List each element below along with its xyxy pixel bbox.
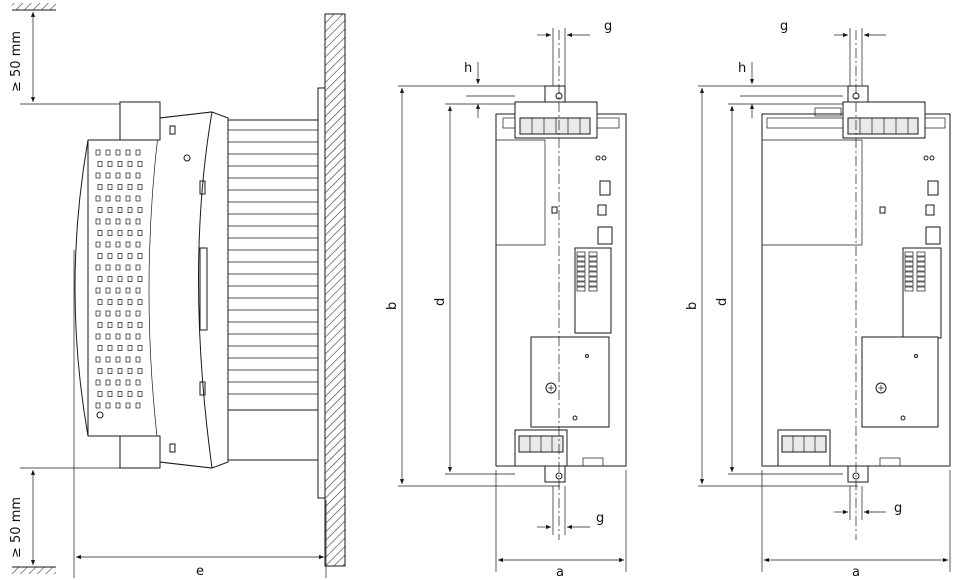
depth-label: e bbox=[196, 564, 204, 579]
h-left-label: h bbox=[464, 61, 472, 76]
clearance-bottom-label: ≥ 50 mm bbox=[9, 497, 24, 558]
height-b-right-label: b bbox=[685, 302, 700, 310]
side-view bbox=[12, 3, 346, 578]
g-top-left-label: g bbox=[604, 19, 612, 34]
front-view-narrow bbox=[398, 28, 627, 572]
top-clearance-marker bbox=[12, 3, 56, 11]
g-bottom-right-label: g bbox=[894, 501, 902, 516]
front-view-wide bbox=[698, 28, 951, 572]
indicator-circle bbox=[183, 154, 191, 162]
height-d-left-label: d bbox=[433, 298, 448, 306]
width-left-label: a bbox=[556, 565, 564, 580]
bottom-clearance-marker bbox=[12, 566, 56, 574]
g-top-right-label: g bbox=[780, 19, 788, 34]
heatsink-fins bbox=[227, 119, 319, 461]
height-b-left-label: b bbox=[385, 302, 400, 310]
ventilation-grid bbox=[95, 149, 143, 409]
g-bottom-left-label: g bbox=[596, 511, 604, 526]
height-d-right-label: d bbox=[715, 298, 730, 306]
h-right-label: h bbox=[738, 61, 746, 76]
clearance-top-label: ≥ 50 mm bbox=[9, 31, 24, 92]
device-body-side bbox=[74, 101, 229, 469]
mounting-wall bbox=[324, 13, 346, 567]
width-right-label: a bbox=[852, 565, 860, 580]
